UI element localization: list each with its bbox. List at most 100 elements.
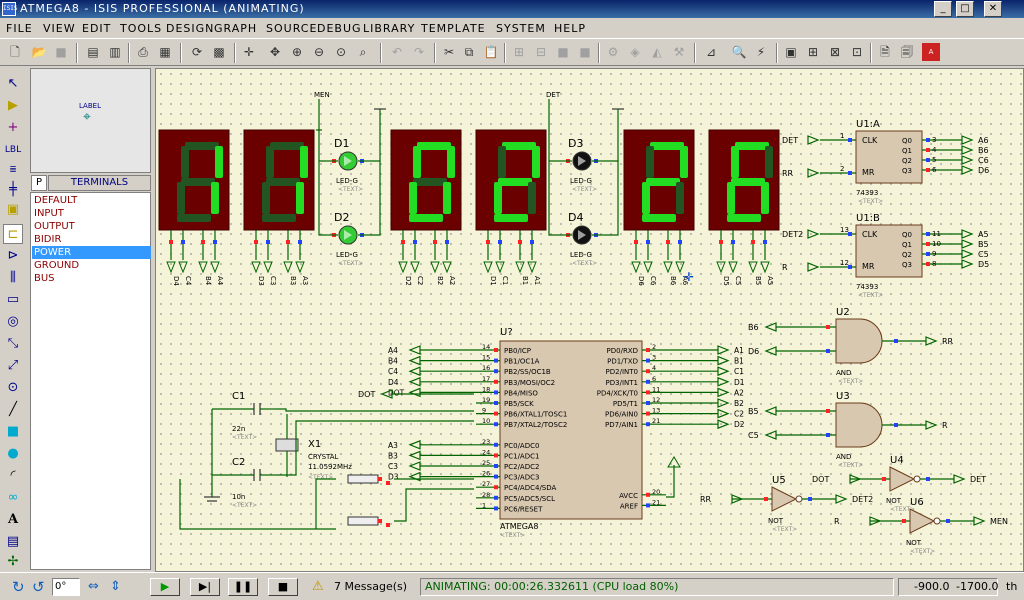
subcircuit-mode-icon[interactable]: ▣ — [6, 202, 20, 217]
terminal-item-selected[interactable]: POWER — [32, 246, 151, 259]
terminals-mode-icon[interactable]: ⊏ — [3, 224, 23, 244]
new-sheet-icon[interactable]: ▣ — [785, 45, 797, 59]
step-button[interactable]: ▶| — [190, 578, 220, 596]
menu-edit[interactable]: EDIT — [82, 22, 112, 35]
pick-device-icon[interactable]: ⚙ — [607, 45, 619, 59]
junction-mode-icon[interactable]: + — [7, 120, 19, 135]
text-mode-icon[interactable]: A — [7, 512, 19, 527]
circle-mode-icon[interactable]: ● — [7, 446, 19, 461]
block-rotate-icon[interactable]: ■ — [557, 45, 569, 59]
minimize-button[interactable]: _ — [934, 1, 952, 17]
terminal-item[interactable]: BUS — [34, 273, 55, 284]
menu-library[interactable]: LIBRARY — [363, 22, 416, 35]
package-tool-icon[interactable]: ◭ — [652, 45, 662, 59]
open-icon[interactable]: 📂 — [31, 45, 47, 59]
menu-template[interactable]: TEMPLATE — [421, 22, 486, 35]
close-button[interactable]: ✕ — [984, 1, 1002, 17]
device-pins-mode-icon[interactable]: ⊳ — [7, 248, 19, 263]
terminal-item[interactable]: GROUND — [34, 260, 80, 271]
tape-recorder-icon[interactable]: ▭ — [6, 292, 20, 307]
box-mode-icon[interactable]: ■ — [6, 424, 20, 439]
menu-tools[interactable]: TOOLS — [120, 22, 163, 35]
decompose-icon[interactable]: ⚒ — [673, 45, 685, 59]
print-icon[interactable]: ⎙ — [138, 45, 148, 59]
bus-mode-icon[interactable]: ╪ — [9, 182, 17, 197]
redo-icon[interactable]: ↷ — [413, 45, 425, 59]
terminals-list[interactable]: DEFAULT INPUT OUTPUT BIDIR POWER GROUND … — [30, 192, 151, 570]
pin-state-marker — [530, 240, 534, 244]
voltage-probe-icon[interactable]: ⤡ — [7, 336, 19, 351]
terminal-item[interactable]: INPUT — [34, 208, 64, 219]
menu-system[interactable]: SYSTEM — [496, 22, 546, 35]
symbol-mode-icon[interactable]: ▤ — [6, 534, 20, 549]
wire-autorouter-icon[interactable]: ⊿ — [705, 45, 717, 59]
cut-icon[interactable]: ✂ — [443, 45, 455, 59]
new-icon[interactable]: 🗋 — [10, 45, 20, 59]
virtual-instruments-icon[interactable]: ⊙ — [7, 380, 19, 395]
ares-icon[interactable]: A — [922, 43, 940, 61]
play-button[interactable]: ▶ — [150, 578, 180, 596]
paste-icon[interactable]: 📋 — [483, 45, 499, 59]
path-mode-icon[interactable]: ∞ — [7, 490, 19, 505]
marker-mode-icon[interactable]: ✢ — [7, 554, 19, 569]
overview-panel[interactable]: LABEL ⌖ — [30, 68, 151, 173]
bom-icon[interactable]: 🗐 — [901, 45, 913, 59]
component-mode-icon[interactable]: ▶ — [8, 98, 18, 113]
zoom-out-icon[interactable]: ⊖ — [313, 45, 325, 59]
remove-sheet-icon[interactable]: ⊠ — [829, 45, 841, 59]
selection-mode-icon[interactable]: ↖ — [7, 76, 19, 91]
pick-button[interactable]: P — [31, 175, 47, 191]
block-delete-icon[interactable]: ■ — [579, 45, 591, 59]
export-icon[interactable]: ▥ — [109, 45, 121, 59]
zoom-in-icon[interactable]: ⊕ — [291, 45, 303, 59]
undo-icon[interactable]: ↶ — [391, 45, 403, 59]
line-mode-icon[interactable]: ╱ — [9, 402, 17, 417]
print-setup-icon[interactable]: ▦ — [159, 45, 171, 59]
messages-count[interactable]: 7 Message(s) — [334, 580, 408, 593]
rotate-cw-icon[interactable]: ↻ — [12, 578, 25, 596]
make-device-icon[interactable]: ◈ — [630, 45, 640, 59]
wire-label-mode-icon[interactable]: LBL — [4, 145, 22, 155]
terminal-item[interactable]: OUTPUT — [34, 221, 75, 232]
menu-graph[interactable]: GRAPH — [214, 22, 258, 35]
block-copy-icon[interactable]: ⊞ — [513, 45, 525, 59]
add-sheet-icon[interactable]: ⊞ — [807, 45, 819, 59]
rotation-field[interactable]: 0° — [52, 578, 80, 596]
text-script-mode-icon[interactable]: ≣ — [9, 165, 17, 175]
menu-design[interactable]: DESIGN — [166, 22, 215, 35]
net-terminal-arrow — [764, 322, 777, 332]
zoom-all-icon[interactable]: ⊙ — [335, 45, 347, 59]
mirror-x-icon[interactable]: ⇔ — [88, 579, 99, 594]
block-move-icon[interactable]: ⊟ — [535, 45, 547, 59]
arc-mode-icon[interactable]: ◜ — [10, 468, 16, 483]
zoom-area-icon[interactable]: ⌕ — [359, 45, 367, 59]
terminal-item[interactable]: DEFAULT — [34, 195, 78, 206]
menu-file[interactable]: FILE — [6, 22, 33, 35]
rotate-ccw-icon[interactable]: ↺ — [32, 578, 45, 596]
search-icon[interactable]: 🔍 — [731, 45, 747, 59]
copy-icon[interactable]: ⧉ — [464, 45, 474, 59]
grid-icon[interactable]: ▩ — [213, 45, 225, 59]
menu-debug[interactable]: DEBUG — [317, 22, 362, 35]
stop-button[interactable]: ■ — [268, 578, 298, 596]
pin-state-marker — [201, 240, 205, 244]
pause-button[interactable]: ❚❚ — [228, 578, 258, 596]
netlist-icon[interactable]: 🗎 — [880, 45, 890, 59]
property-tool-icon[interactable]: ⚡ — [756, 45, 766, 59]
goto-sheet-icon[interactable]: ⊡ — [851, 45, 863, 59]
maximize-button[interactable]: □ — [956, 1, 974, 17]
generator-mode-icon[interactable]: ◎ — [7, 314, 19, 329]
redraw-icon[interactable]: ⟳ — [191, 45, 203, 59]
menu-help[interactable]: HELP — [554, 22, 586, 35]
import-icon[interactable]: ▤ — [87, 45, 99, 59]
pan-icon[interactable]: ✥ — [269, 45, 281, 59]
save-icon[interactable]: ■ — [55, 45, 67, 59]
terminal-item[interactable]: BIDIR — [34, 234, 62, 245]
menu-source[interactable]: SOURCE — [266, 22, 318, 35]
menu-view[interactable]: VIEW — [43, 22, 76, 35]
graph-mode-icon[interactable]: ⫼ — [10, 270, 16, 285]
mirror-y-icon[interactable]: ⇕ — [110, 579, 121, 594]
current-probe-icon[interactable]: ⤢ — [7, 358, 19, 373]
origin-icon[interactable]: ✛ — [243, 45, 255, 59]
